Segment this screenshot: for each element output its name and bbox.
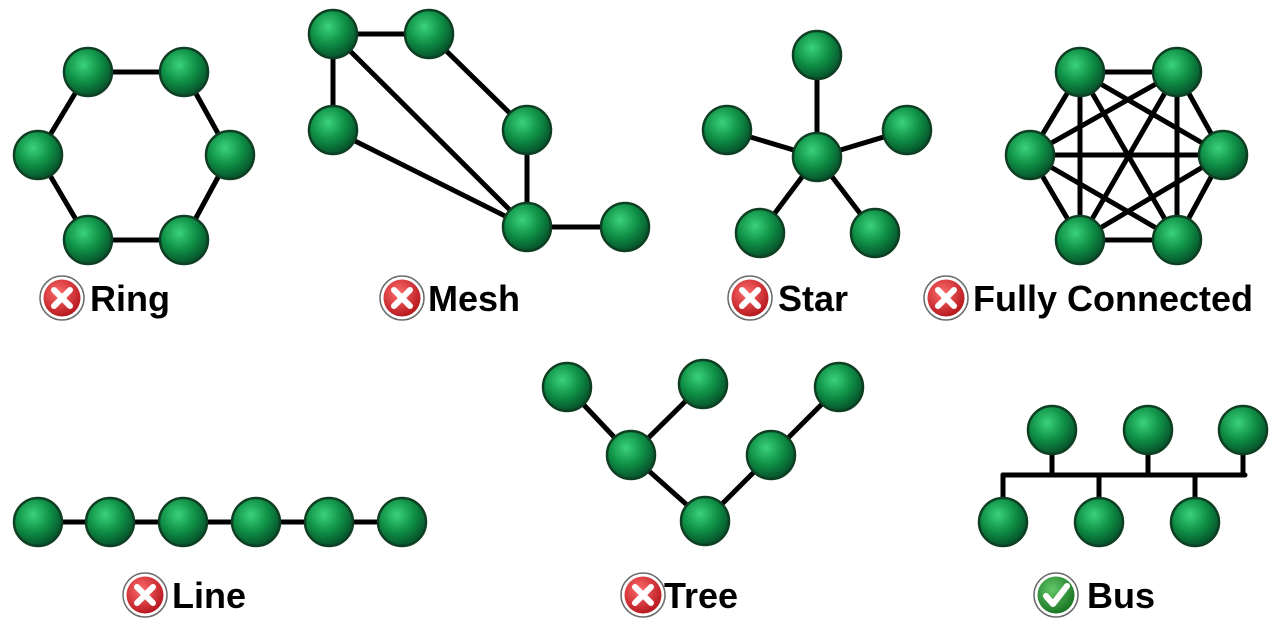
tree-node — [745, 429, 797, 481]
bus-node — [1169, 496, 1221, 548]
ring-node — [204, 129, 256, 181]
bus-node — [977, 496, 1029, 548]
topology-ring — [35, 69, 233, 243]
ring-nodes — [12, 46, 256, 266]
mesh-node — [307, 104, 359, 156]
fully-connected-nodes — [1004, 46, 1249, 266]
fully-connected-node — [1197, 129, 1249, 181]
fully-connected-node — [1151, 214, 1203, 266]
mesh-node — [501, 104, 553, 156]
check-icon — [1033, 572, 1079, 618]
star-node — [791, 131, 843, 183]
line-label-group: Line — [122, 572, 246, 618]
tree-nodes — [541, 358, 865, 547]
bus-nodes — [977, 404, 1269, 548]
mesh-label-group: Mesh — [379, 275, 520, 321]
tree-label: Tree — [664, 575, 738, 616]
fully-connected-node — [1054, 46, 1106, 98]
line-node — [230, 496, 282, 548]
bus-label-group: Bus — [1033, 572, 1155, 618]
line-node — [12, 496, 64, 548]
star-nodes — [701, 29, 933, 259]
mesh-node — [307, 8, 359, 60]
ring-node — [62, 214, 114, 266]
tree-node — [605, 429, 657, 481]
star-label-group: Star — [727, 275, 848, 321]
mesh-edge — [330, 127, 530, 230]
ring-node — [62, 46, 114, 98]
ring-node — [158, 46, 210, 98]
topology-fully-connected — [1027, 69, 1226, 243]
fully-connected-label: Fully Connected — [973, 278, 1253, 319]
cross-icon — [620, 572, 666, 618]
cross-icon — [379, 275, 425, 321]
line-nodes — [12, 496, 428, 548]
tree-label-group: Tree — [620, 572, 738, 618]
cross-icon — [923, 275, 969, 321]
ring-label: Ring — [90, 278, 170, 319]
bus-node — [1122, 404, 1174, 456]
mesh-nodes — [307, 8, 651, 253]
line-node — [303, 496, 355, 548]
tree-node — [813, 361, 865, 413]
bus-node — [1026, 404, 1078, 456]
ring-node — [158, 214, 210, 266]
fully-connected-edge — [1027, 69, 1180, 158]
mesh-label: Mesh — [428, 278, 520, 319]
line-node — [157, 496, 209, 548]
bus-node — [1073, 496, 1125, 548]
fully-connected-node — [1054, 214, 1106, 266]
fully-connected-node — [1004, 129, 1056, 181]
line-node — [84, 496, 136, 548]
ring-label-group: Ring — [39, 275, 170, 321]
nodes-layer — [12, 8, 1269, 548]
tree-node — [679, 495, 731, 547]
mesh-node — [501, 201, 553, 253]
star-node — [791, 29, 843, 81]
cross-icon — [39, 275, 85, 321]
cross-icon — [122, 572, 168, 618]
line-label: Line — [172, 575, 246, 616]
tree-node — [677, 358, 729, 410]
cross-icon — [727, 275, 773, 321]
fully-connected-label-group: Fully Connected — [923, 275, 1253, 321]
star-node — [849, 207, 901, 259]
mesh-node — [599, 201, 651, 253]
mesh-edge — [330, 31, 530, 230]
fully-connected-node — [1151, 46, 1203, 98]
star-node — [734, 207, 786, 259]
line-node — [376, 496, 428, 548]
ring-node — [12, 129, 64, 181]
bus-label: Bus — [1087, 575, 1155, 616]
star-node — [881, 104, 933, 156]
star-node — [701, 104, 753, 156]
bus-node — [1217, 404, 1269, 456]
star-label: Star — [778, 278, 848, 319]
mesh-node — [403, 8, 455, 60]
topology-mesh — [330, 31, 628, 230]
tree-node — [541, 361, 593, 413]
fully-connected-edge — [1027, 152, 1180, 243]
fully-connected-edge — [1077, 152, 1226, 243]
